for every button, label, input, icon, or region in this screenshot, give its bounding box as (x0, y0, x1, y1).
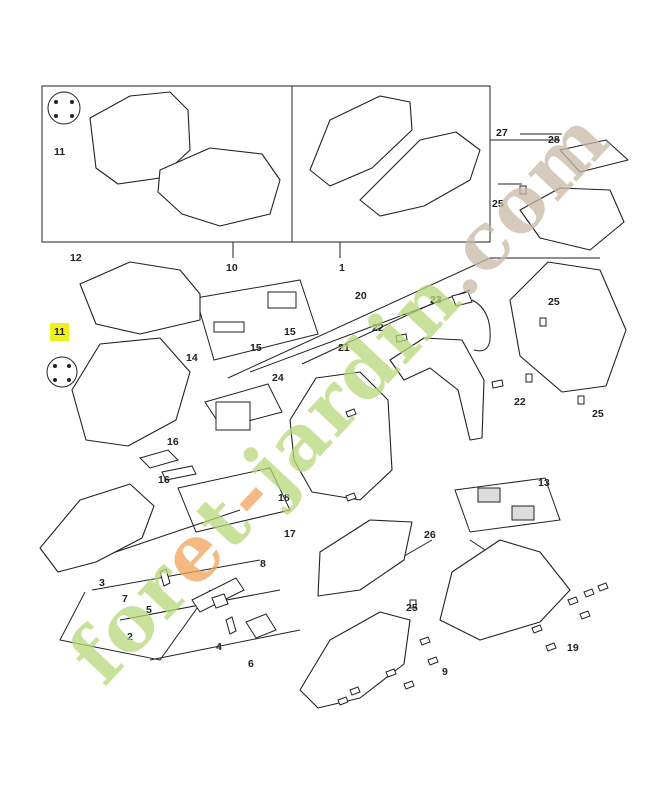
housing-10-rear (89, 91, 191, 185)
callout-24: 24 (272, 372, 284, 384)
handle-frame-right (509, 261, 627, 393)
handle-bar-21 (389, 337, 485, 441)
callout-11-top: 11 (54, 146, 66, 158)
handle-bow (289, 371, 393, 501)
group-box-18 (177, 467, 291, 533)
housing-1-shell (309, 95, 413, 187)
handle-half-left (39, 483, 155, 573)
callout-25-b: 25 (548, 296, 560, 308)
callout-15-a: 15 (284, 326, 296, 338)
part-6-part (245, 613, 277, 639)
part-15-plate (213, 321, 245, 333)
callout-4: 4 (216, 641, 222, 653)
callout-20: 20 (355, 290, 367, 302)
housing-9 (299, 611, 411, 709)
callout-25-d: 25 (406, 602, 418, 614)
callout-12: 12 (70, 252, 82, 264)
callout-8: 8 (260, 558, 266, 570)
housing-19 (439, 539, 571, 641)
housing-10-front (157, 147, 281, 227)
callout-18: 18 (278, 492, 290, 504)
callout-17: 17 (284, 528, 296, 540)
callout-2: 2 (127, 631, 133, 643)
callout-22-b: 22 (514, 396, 526, 408)
callout-23: 23 (430, 294, 442, 306)
callout-5: 5 (146, 604, 152, 616)
part-7-spring (159, 568, 171, 587)
callout-9: 9 (442, 666, 448, 678)
part-2-spring (225, 616, 237, 635)
callout-13: 13 (538, 477, 550, 489)
callout-25-a: 25 (492, 198, 504, 210)
callout-26: 26 (424, 529, 436, 541)
callout-1: 1 (339, 262, 345, 274)
callout-7: 7 (122, 593, 128, 605)
callout-25-c: 25 (592, 408, 604, 420)
part-27-cover (519, 187, 625, 251)
callout-11-highlighted: 11 (50, 323, 70, 341)
group-box-15 (195, 279, 319, 361)
part-15-switch (267, 291, 297, 309)
cover-12 (79, 261, 201, 335)
housing-14 (71, 337, 191, 447)
part-23-connector (451, 291, 473, 307)
callout-22-a: 22 (372, 322, 384, 334)
callout-10: 10 (226, 262, 238, 274)
callout-15-b: 15 (250, 342, 262, 354)
part-26 (317, 519, 413, 597)
callout-14: 14 (186, 352, 198, 364)
callout-16-a: 16 (167, 436, 179, 448)
callout-21: 21 (338, 342, 350, 354)
callout-6: 6 (248, 658, 254, 670)
part-18-module (215, 401, 251, 431)
part-13-box (454, 477, 561, 533)
frame-box-1 (291, 85, 491, 243)
callout-3: 3 (99, 577, 105, 589)
part-16-b (161, 465, 197, 481)
callout-19: 19 (567, 642, 579, 654)
part-16-a (139, 449, 179, 469)
part-5-lever (191, 577, 245, 613)
part-11-disc-side (46, 356, 78, 388)
callout-16-b: 16 (158, 474, 170, 486)
part-11-disc-top (47, 91, 81, 125)
part-28 (559, 139, 629, 173)
callout-28: 28 (548, 134, 560, 146)
callout-27: 27 (496, 127, 508, 139)
